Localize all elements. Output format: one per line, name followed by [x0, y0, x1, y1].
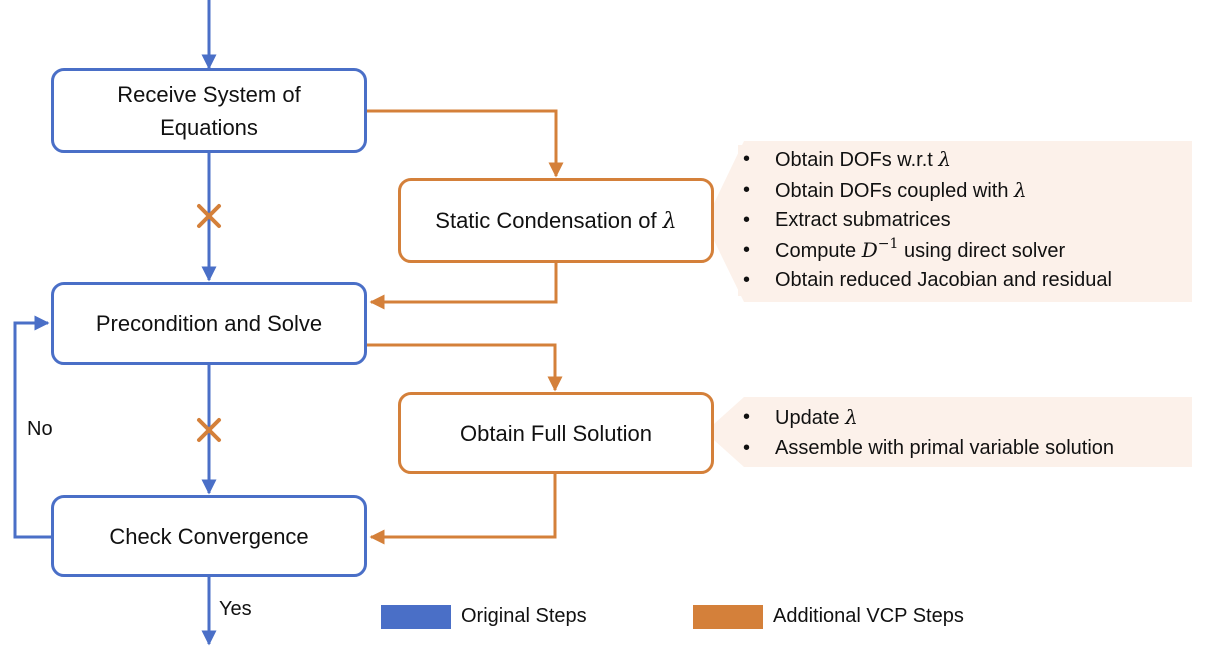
step-obtain-dofs-coupled: Obtain DOFs coupled with λ	[738, 176, 1188, 207]
cross-icon	[197, 204, 221, 228]
lambda-symbol: λ	[938, 147, 952, 171]
static-condensation-node: Static Condensation of λ	[398, 178, 714, 263]
no-label: No	[27, 418, 53, 440]
yes-label: Yes	[219, 598, 252, 620]
arrow-condensation-to-precondition	[369, 263, 558, 310]
legend-original-swatch	[381, 605, 451, 629]
receive-system-label: Receive System of Equations	[117, 81, 301, 140]
lambda-symbol: λ	[845, 405, 858, 429]
step-obtain-dofs-wrt: Obtain DOFs w.r.t λ	[738, 145, 1188, 176]
receive-system-node: Receive System of Equations	[51, 68, 367, 153]
step-assemble-solution: Assemble with primal variable solution	[738, 434, 1188, 464]
precondition-solve-node: Precondition and Solve	[51, 282, 367, 365]
cross-icon	[197, 418, 221, 442]
legend-additional-label: Additional VCP Steps	[773, 605, 964, 627]
lambda-symbol: λ	[1014, 177, 1027, 202]
arrow-full-solution-to-convergence	[369, 474, 557, 545]
check-convergence-node: Check Convergence	[51, 495, 367, 577]
condensation-steps-panel: Obtain DOFs w.r.t λ Obtain DOFs coupled …	[738, 145, 1188, 296]
arrow-no-loop	[13, 315, 52, 539]
legend-additional-swatch	[693, 605, 763, 629]
precondition-solve-label: Precondition and Solve	[95, 311, 323, 336]
static-condensation-label: Static Condensation of λ	[435, 207, 677, 234]
condensation-steps-list: Obtain DOFs w.r.t λ Obtain DOFs coupled …	[738, 145, 1188, 296]
step-update-lambda: Update λ	[738, 403, 1188, 434]
solution-steps-list: Update λ Assemble with primal variable s…	[738, 403, 1188, 463]
full-solution-label: Obtain Full Solution	[460, 420, 652, 446]
step-reduced-jacobian: Obtain reduced Jacobian and residual	[738, 266, 1188, 296]
step-compute-inverse: Compute D−1 using direct solver	[738, 236, 1188, 267]
full-solution-node: Obtain Full Solution	[398, 392, 714, 474]
d-inverse-symbol: D−1	[861, 235, 899, 262]
step-extract-submatrices: Extract submatrices	[738, 206, 1188, 236]
arrow-receive-to-condensation	[367, 109, 564, 178]
legend-original-label: Original Steps	[461, 605, 587, 627]
lambda-symbol: λ	[662, 208, 677, 234]
solution-steps-panel: Update λ Assemble with primal variable s…	[738, 403, 1188, 463]
check-convergence-label: Check Convergence	[109, 523, 309, 549]
arrow-precondition-to-full-solution	[367, 343, 563, 392]
